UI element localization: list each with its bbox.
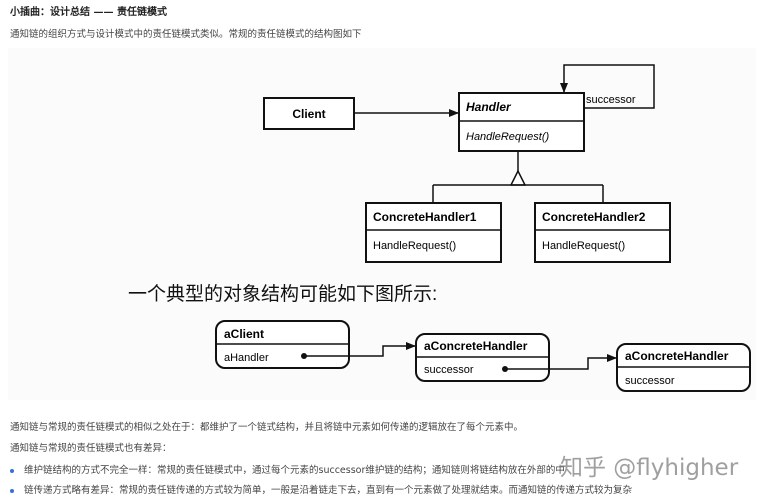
- intro-text: 通知链的组织方式与设计模式中的责任链模式类似。常规的责任链模式的结构图如下: [10, 29, 362, 40]
- section-heading: 小插曲：设计总结 —— 责任链模式: [10, 7, 167, 18]
- generalization-triangle: [509, 169, 527, 186]
- client-box: [263, 97, 355, 130]
- ach1-field: successor: [424, 364, 474, 376]
- handler-title: Handler: [466, 100, 512, 114]
- concrete-handler1-method: HandleRequest(): [373, 240, 456, 252]
- difference-intro: 通知链与常规的责任链模式也有差异：: [10, 443, 172, 454]
- ach2-field: successor: [625, 375, 675, 387]
- similarity-paragraph: 通知链与常规的责任链模式的相似之处在于：都维护了一个链式结构，并且将链中元素如何…: [10, 422, 524, 433]
- bullet-text-2: 链传递方式略有差异：常规的责任链传递的方式较为简单，一般是沿着链走下去，直到有一…: [24, 485, 633, 496]
- client-label: Client: [292, 107, 325, 121]
- bullet-text-1: 维护链结构的方式不完全一样：常规的责任链模式中，通过每个元素的successor…: [24, 465, 556, 476]
- successor-self-association: [560, 64, 655, 109]
- aclient-title: aClient: [224, 327, 264, 341]
- bullet-item-1: 维护链结构的方式不完全一样：常规的责任链模式中，通过每个元素的successor…: [10, 462, 565, 476]
- ach1-to-ach2-link: [505, 354, 617, 370]
- bullet-dot: [10, 468, 14, 473]
- zhihu-watermark: 知乎 @flyhigher: [560, 455, 739, 481]
- object-structure-caption: 一个典型的对象结构可能如下图所示:: [128, 283, 437, 305]
- bullet-item-2: 链传递方式略有差异：常规的责任链传递的方式较为简单，一般是沿着链走下去，直到有一…: [10, 482, 632, 496]
- concrete-handler1-box: [365, 202, 502, 263]
- handler-method: HandleRequest(): [466, 131, 549, 143]
- ach2-title: aConcreteHandler: [625, 349, 729, 363]
- ach1-title: aConcreteHandler: [424, 339, 528, 353]
- bullet-tail: 中: [555, 465, 565, 476]
- uml-figure: Client Handler HandleRequest() successor…: [8, 48, 756, 400]
- handler-box: [458, 92, 585, 152]
- bullet-dot: [10, 488, 14, 493]
- concrete-handler2-method: HandleRequest(): [542, 240, 625, 252]
- uml-diagram: Client Handler HandleRequest() successor…: [128, 64, 751, 392]
- successor-label: successor: [586, 94, 636, 106]
- concrete-handler1-title: ConcreteHandler1: [373, 210, 477, 224]
- aclient-to-ach1-link: [304, 342, 416, 357]
- aclient-field: aHandler: [224, 352, 269, 364]
- concrete-handler2-box: [534, 202, 671, 263]
- concrete-handler2-title: ConcreteHandler2: [542, 210, 646, 224]
